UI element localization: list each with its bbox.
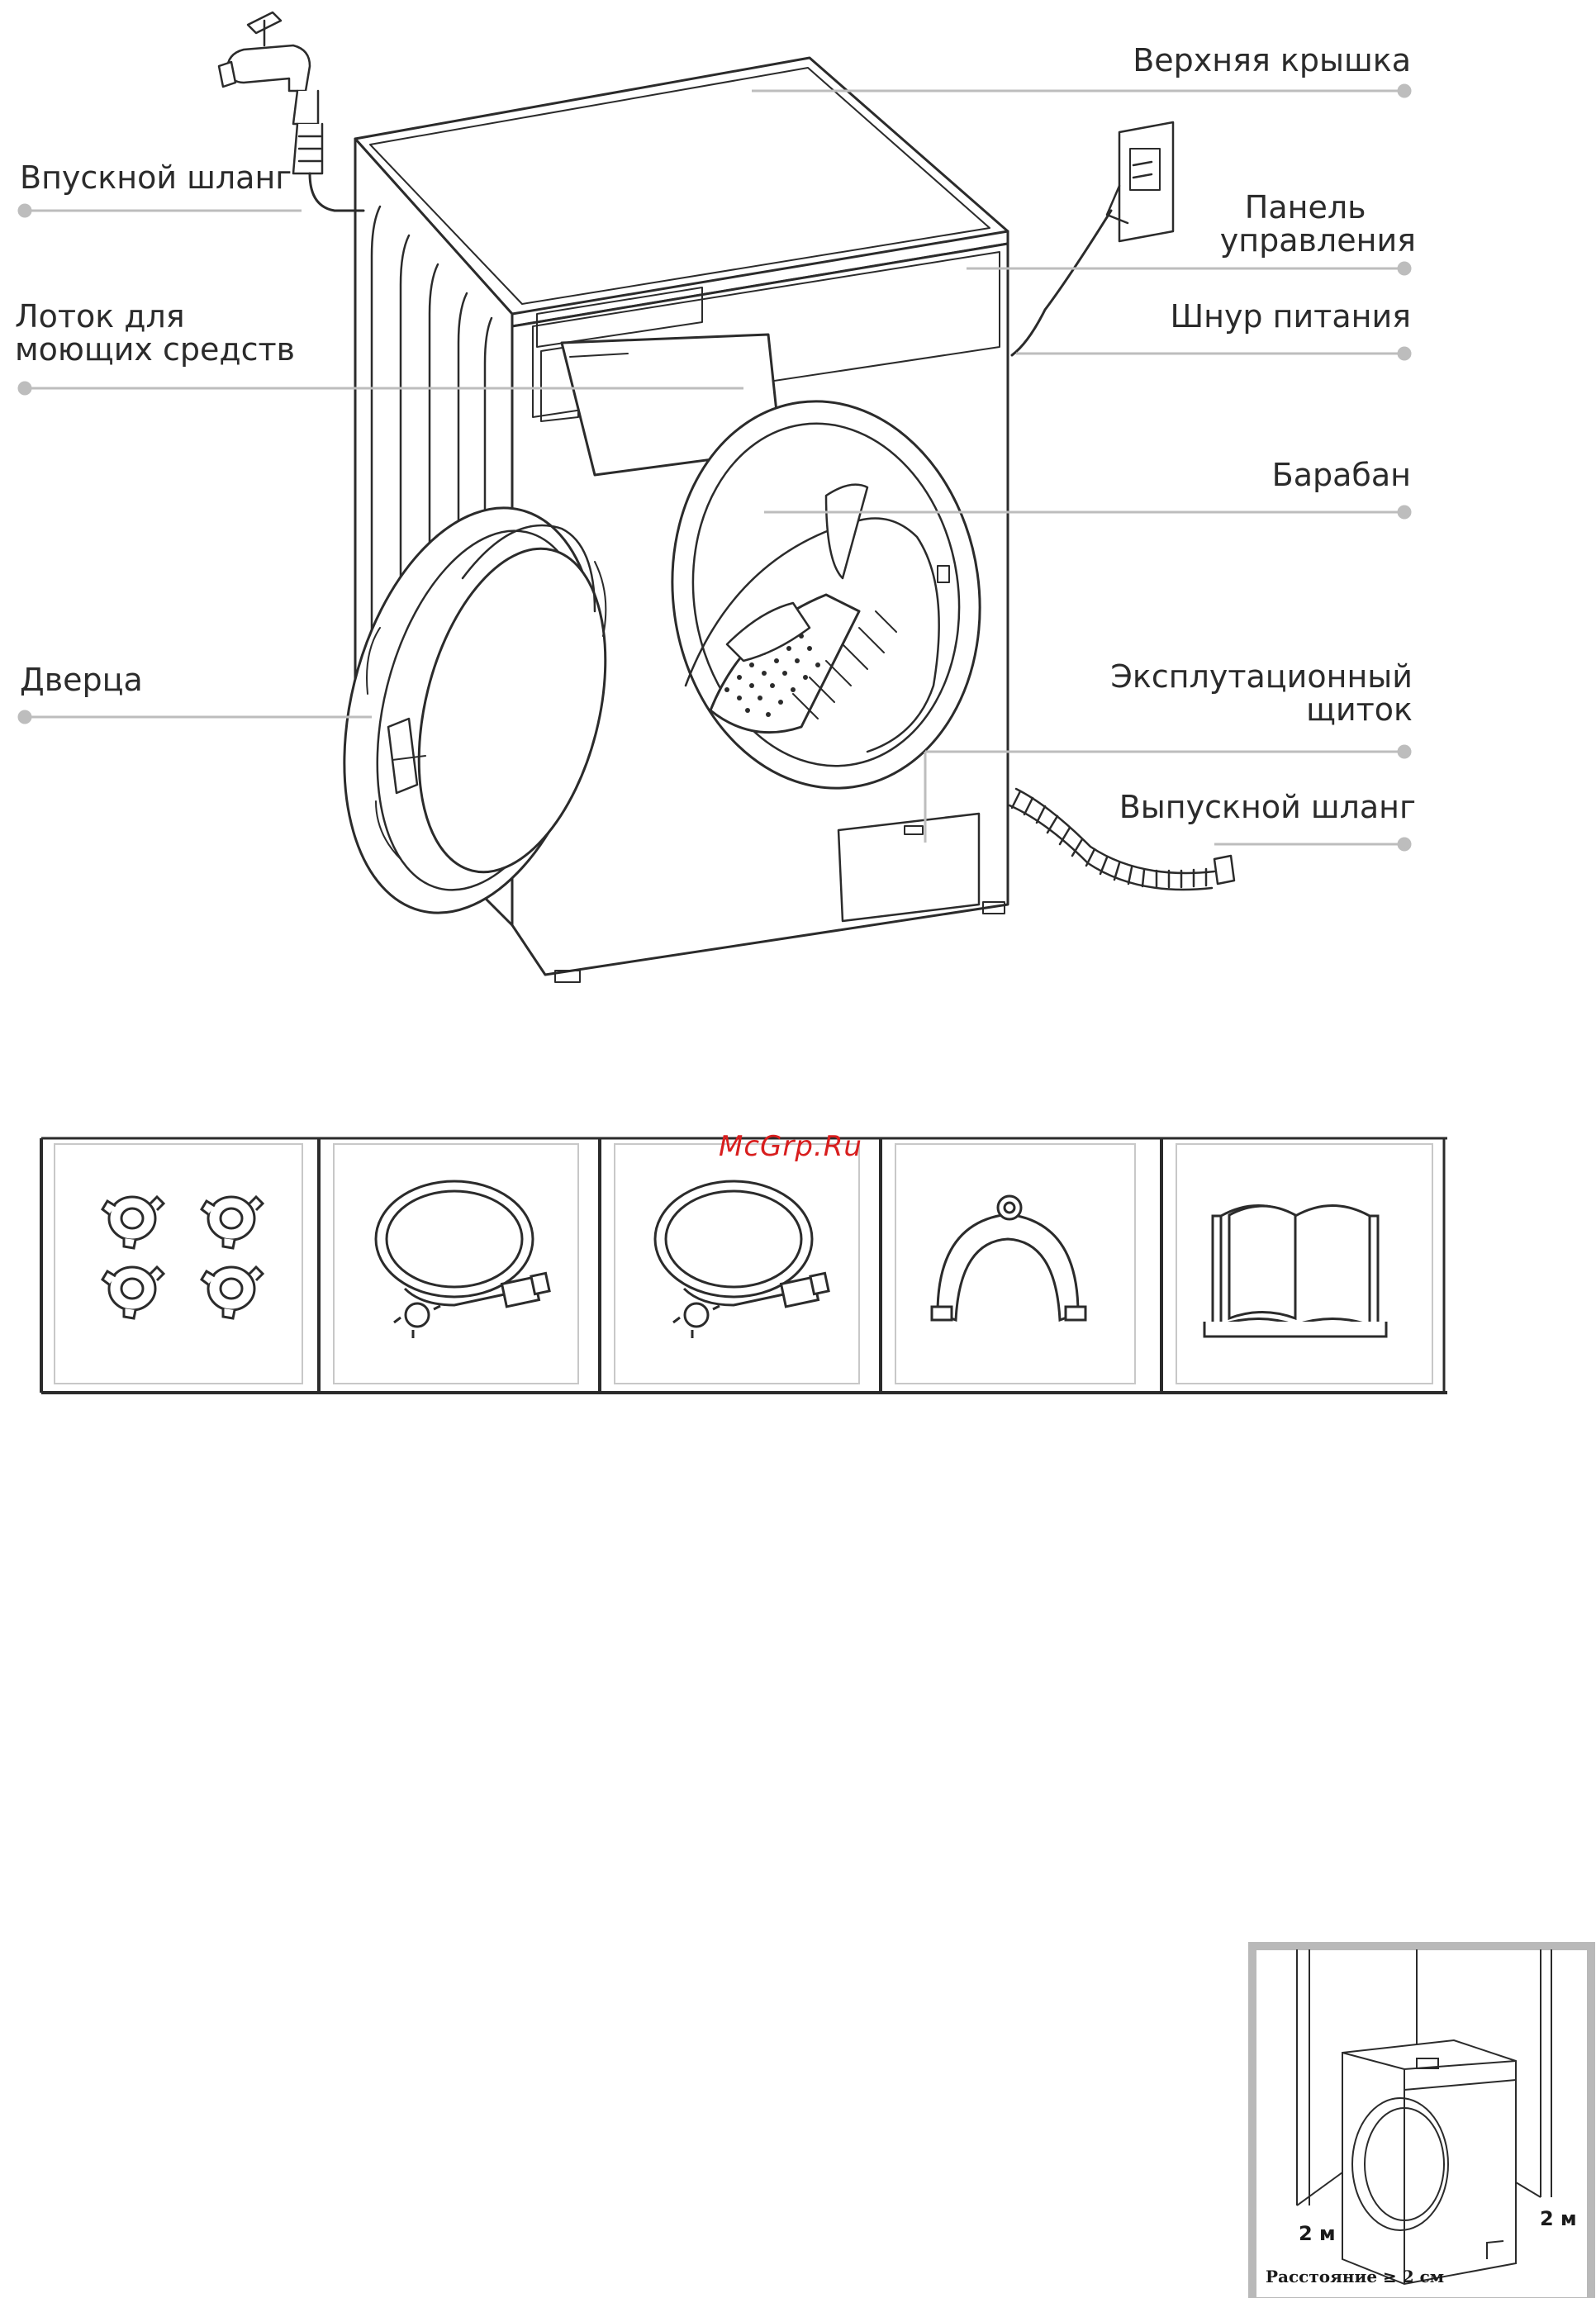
- distance-label: Расстояние ≥ 2 см: [1266, 2267, 1444, 2286]
- washer-small: [1342, 2040, 1516, 2284]
- left-clearance-label: 2 м: [1299, 2222, 1336, 2245]
- right-clearance-label: 2 м: [1540, 2207, 1577, 2230]
